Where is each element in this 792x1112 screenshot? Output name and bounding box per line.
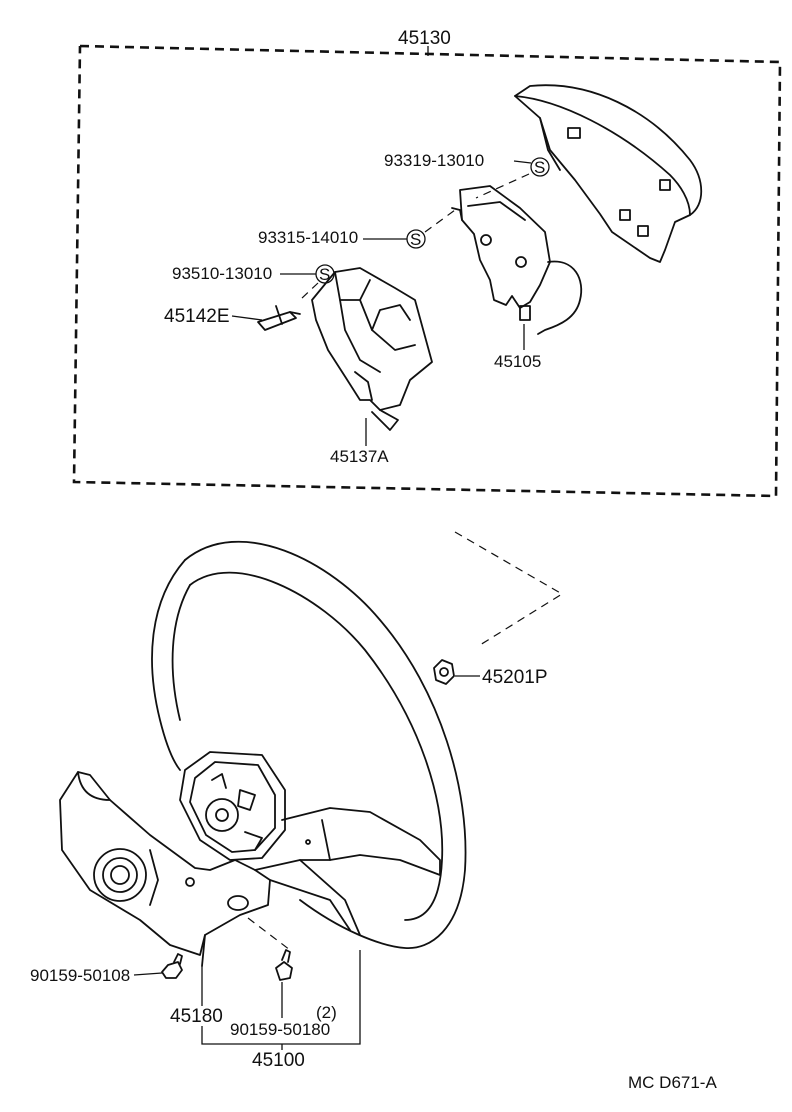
nut-45201P xyxy=(433,659,455,685)
assembly-45130-boundary xyxy=(72,44,782,498)
label-45100: 45100 xyxy=(252,1050,305,1071)
label-90159-50108: 90159-50108 xyxy=(30,966,130,985)
label-90159-50180: 90159-50180 xyxy=(230,1020,330,1039)
snap-ring-2: S xyxy=(406,229,426,249)
label-93510-13010: 93510-13010 xyxy=(172,264,272,283)
label-93319-13010: 93319-13010 xyxy=(384,151,484,170)
label-93315-14010: 93315-14010 xyxy=(258,228,358,247)
wheel-group-bracket xyxy=(201,950,361,1050)
svg-text:S: S xyxy=(534,158,545,177)
svg-text:S: S xyxy=(319,265,330,284)
snap-ring-1: S xyxy=(530,157,550,177)
horn-plate-45105 xyxy=(451,185,583,335)
svg-text:S: S xyxy=(410,230,421,249)
horn-pad-cover xyxy=(514,84,703,263)
bracket-45137A xyxy=(311,267,433,431)
snap-ring-3: S xyxy=(315,264,335,284)
label-45130: 45130 xyxy=(398,28,451,49)
label-45137A: 45137A xyxy=(330,447,389,466)
label-qty-2: (2) xyxy=(316,1003,337,1022)
label-45142E: 45142E xyxy=(164,306,230,327)
pin-45142E xyxy=(257,305,301,331)
label-45105: 45105 xyxy=(494,352,541,371)
screw-90159-50108 xyxy=(161,953,183,979)
steering-wheel-45100 xyxy=(59,540,467,967)
diagram-code: MC D671-A xyxy=(628,1073,717,1092)
label-45180: 45180 xyxy=(170,1006,223,1027)
screw-90159-50180 xyxy=(275,949,293,981)
label-45201P: 45201P xyxy=(482,667,548,688)
